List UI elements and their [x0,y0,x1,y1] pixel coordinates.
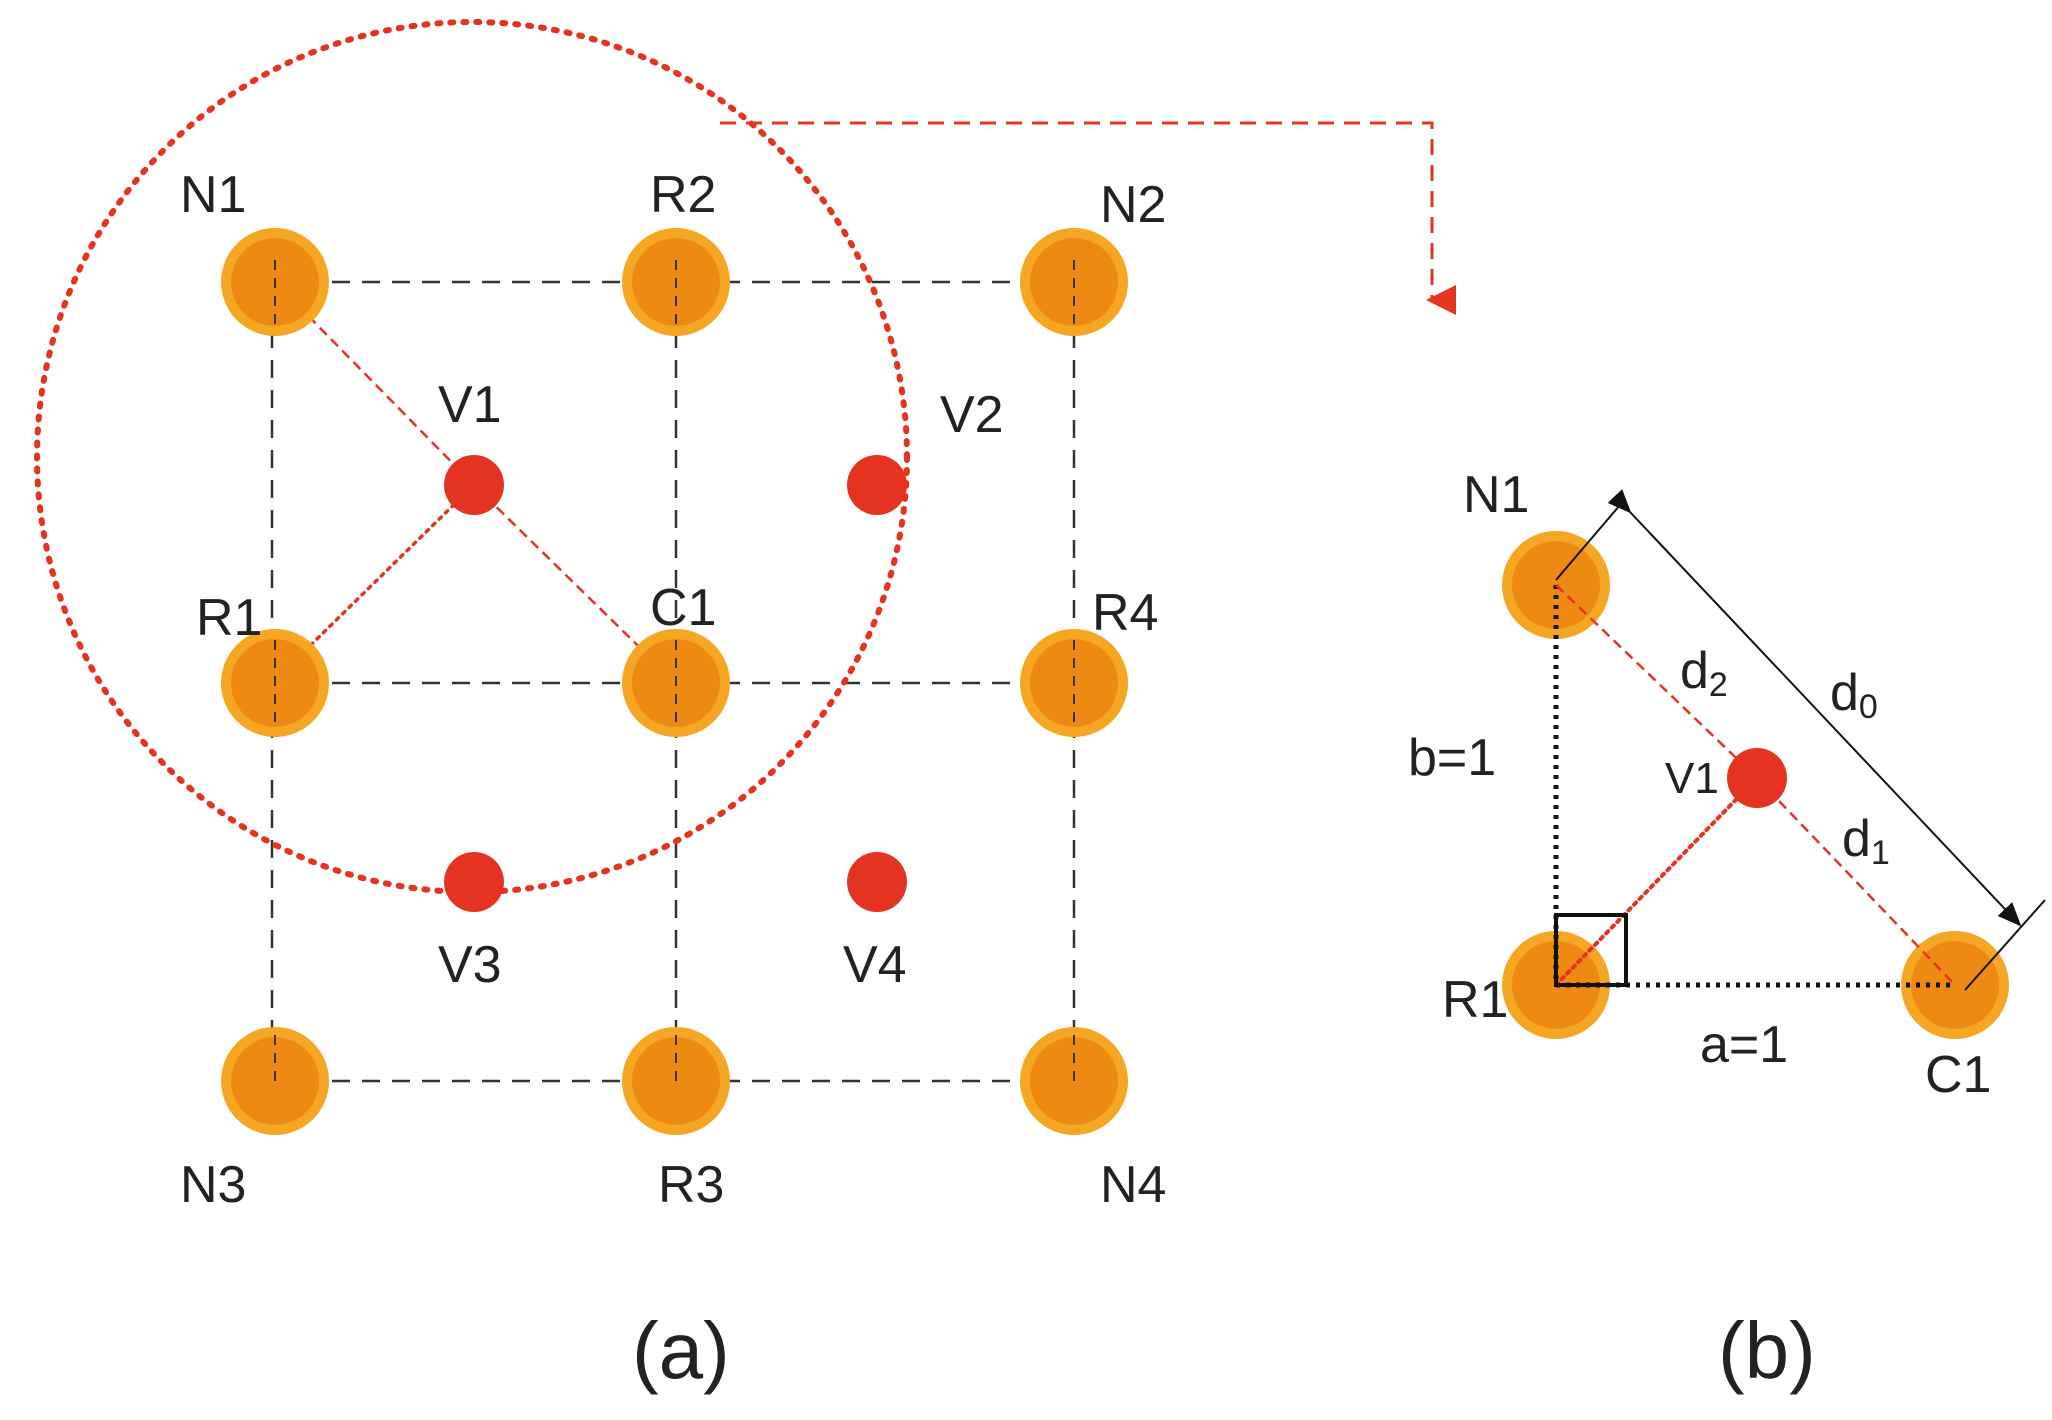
vacancy-v1 [444,455,504,515]
label-b-n1: N1 [1463,466,1529,524]
panel-a: N1 R2 N2 V1 V2 R1 C1 R4 V3 V4 N3 R3 N4 (… [34,19,1456,1395]
vacancy-sites [444,455,907,912]
vacancy-v2 [847,455,907,515]
label-d2: d2 [1680,642,1728,704]
atom-crosshairs [274,260,1075,1081]
label-v3: V3 [438,936,502,994]
label-v2: V2 [940,386,1004,444]
label-r3: R3 [658,1156,724,1214]
label-n3: N3 [180,1156,246,1214]
label-v1: V1 [438,376,502,434]
right-angle-marker [1554,913,1628,987]
d0-dimension-arrow [1607,489,2022,927]
zoom-arrow [720,121,1456,315]
label-r1: R1 [196,589,262,647]
label-b-c1: C1 [1925,1046,1991,1104]
panel-b: N1 R1 C1 V1 b=1 a=1 d2 d1 d0 (b) [1408,466,2046,1395]
label-n4: N4 [1100,1156,1166,1214]
label-b-r1: R1 [1442,971,1508,1029]
label-d0: d0 [1830,664,1878,726]
caption-a: (a) [632,1306,730,1395]
selection-circle [34,19,910,895]
label-b-leg: b=1 [1408,729,1496,787]
label-n2: N2 [1100,176,1166,234]
label-a-leg: a=1 [1700,1016,1788,1074]
bond-b-r1-v1 [1554,776,1759,987]
lattice-atoms [221,228,1128,1135]
label-v4: V4 [843,936,907,994]
label-n1: N1 [180,166,246,224]
caption-b: (b) [1718,1306,1816,1395]
label-r4: R4 [1092,584,1158,642]
label-c1: C1 [650,579,716,637]
label-r2: R2 [650,166,716,224]
label-b-v1: V1 [1665,754,1719,803]
label-d1: d1 [1842,810,1890,872]
d0-tick-bottom [1964,899,2046,991]
vacancy-v4 [847,852,907,912]
vacancy-b-v1 [1727,748,1787,808]
vacancy-v3 [444,852,504,912]
